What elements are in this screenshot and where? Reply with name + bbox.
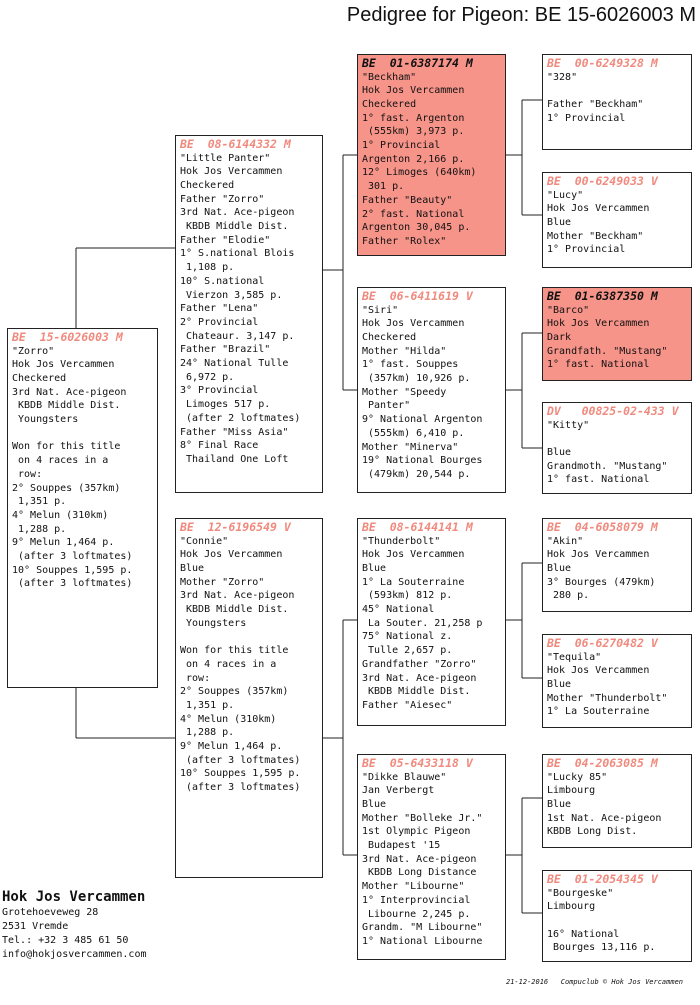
pigeon-name: "Thunderbolt" (362, 535, 441, 547)
pigeon-card-grandsire-paternal: BE 01-6387174 M "Beckham" Hok Jos Vercam… (357, 54, 506, 256)
pigeon-card-mother: BE 12-6196549 V "Connie" Hok Jos Vercamm… (175, 518, 323, 878)
pigeon-name: "Tequila" (547, 651, 602, 663)
pigeon-card-ggd-2: DV 00825-02-433 V "Kitty" Blue Grandmoth… (542, 402, 692, 494)
pigeon-name: "328" (547, 71, 578, 83)
pigeon-card-granddam-maternal: BE 05-6433118 V "Dikke Blauwe" Jan Verbe… (357, 754, 506, 960)
ring-number: BE 05-6433118 V (362, 756, 473, 770)
ring-number: BE 15-6026003 M (12, 330, 123, 344)
pigeon-card-ggd-1: BE 00-6249033 V "Lucy" Hok Jos Vercammen… (542, 172, 692, 268)
pigeon-card-ggd-3: BE 06-6270482 V "Tequila" Hok Jos Vercam… (542, 634, 692, 728)
page-title: Pedigree for Pigeon: BE 15-6026003 M (346, 4, 696, 26)
owner-street: Grotehoeveweg 28 (2, 907, 99, 918)
owner-name: Hok Jos Vercammen (2, 889, 146, 905)
pigeon-name: "Barco" (547, 304, 590, 316)
pigeon-name: "Lucky 85" (547, 771, 608, 783)
pigeon-card-subject: BE 15-6026003 M "Zorro" Hok Jos Vercamme… (7, 328, 158, 688)
pigeon-card-ggs-4: BE 04-2063085 M "Lucky 85" Limbourg Blue… (542, 754, 692, 848)
pigeon-name: "Connie" (180, 535, 229, 547)
pigeon-name: "Dikke Blauwe" (362, 771, 447, 783)
pigeon-card-father: BE 08-6144332 M "Little Panter" Hok Jos … (175, 135, 323, 493)
pigeon-card-ggs-2: BE 01-6387350 M "Barco" Hok Jos Vercamme… (542, 287, 692, 381)
pigeon-info: Jan Verbergt Blue Mother "Bolleke Jr." 1… (362, 785, 483, 947)
pigeon-info: Hok Jos Vercammen Blue Mother "Thunderbo… (547, 665, 668, 718)
ring-number: BE 01-6387174 M (362, 56, 473, 70)
pigeon-info: Hok Jos Vercammen Blue Mother "Beckham" … (547, 203, 650, 256)
pigeon-info: Blue Grandmoth. "Mustang" 1° fast. Natio… (547, 446, 668, 486)
ring-number: BE 00-6249328 M (547, 56, 658, 70)
owner-contact: Hok Jos Vercammen Grotehoeveweg 28 2531 … (2, 888, 147, 962)
ring-number: BE 04-6058079 M (547, 520, 658, 534)
pigeon-info: Hok Jos Vercammen Checkered 1° fast. Arg… (362, 85, 477, 247)
pigeon-card-granddam-paternal: BE 06-6411619 V "Siri" Hok Jos Vercammen… (357, 287, 506, 493)
pigeon-name: "Akin" (547, 535, 584, 547)
pigeon-name: "Bourgeske" (547, 887, 614, 899)
ring-number: BE 01-2054345 V (547, 872, 658, 886)
pigeon-info: Hok Jos Vercammen Dark Grandfath. "Musta… (547, 318, 668, 371)
pigeon-info: Limbourg 16° National Bourges 13,116 p. (547, 901, 656, 954)
pigeon-name: "Lucy" (547, 189, 584, 201)
pigeon-info: Father "Beckham" 1° Provincial (547, 98, 644, 124)
owner-city: 2531 Vremde (2, 921, 69, 932)
pigeon-info: Hok Jos Vercammen Checkered 3rd Nat. Ace… (12, 359, 133, 590)
ring-number: BE 12-6196549 V (180, 520, 291, 534)
pigeon-name: "Little Panter" (180, 152, 271, 164)
ring-number: BE 01-6387350 M (547, 289, 658, 303)
pigeon-card-ggs-3: BE 04-6058079 M "Akin" Hok Jos Vercammen… (542, 518, 692, 612)
pigeon-info: Hok Jos Vercammen Blue 1° La Souterraine… (362, 549, 483, 711)
ring-number: DV 00825-02-433 V (547, 404, 679, 418)
ring-number: BE 06-6270482 V (547, 636, 658, 650)
ring-number: BE 00-6249033 V (547, 174, 658, 188)
ring-number: BE 04-2063085 M (547, 756, 658, 770)
pigeon-card-ggs-1: BE 00-6249328 M "328" Father "Beckham" 1… (542, 54, 692, 150)
footer-credit: 21-12-2016 Compuclub © Hok Jos Vercammen (506, 978, 684, 986)
pigeon-info: Hok Jos Vercammen Checkered Mother "Hild… (362, 318, 483, 480)
pigeon-info: Hok Jos Vercammen Blue 3° Bourges (479km… (547, 549, 656, 602)
pigeon-name: "Kitty" (547, 419, 590, 431)
pigeon-name: "Siri" (362, 304, 399, 316)
owner-phone: Tel.: +32 3 485 61 50 (2, 935, 129, 946)
owner-email[interactable]: info@hokjosvercammen.com (2, 949, 147, 960)
pigeon-card-grandsire-maternal: BE 08-6144141 M "Thunderbolt" Hok Jos Ve… (357, 518, 506, 726)
pigeon-info: Hok Jos Vercammen Checkered Father "Zorr… (180, 166, 301, 465)
pigeon-info: Hok Jos Vercammen Blue Mother "Zorro" 3r… (180, 549, 301, 794)
pigeon-card-ggd-4: BE 01-2054345 V "Bourgeske" Limbourg 16°… (542, 870, 692, 962)
pigeon-name: "Beckham" (362, 71, 417, 83)
ring-number: BE 06-6411619 V (362, 289, 473, 303)
ring-number: BE 08-6144141 M (362, 520, 473, 534)
pigeon-info: Limbourg Blue 1st Nat. Ace-pigeon KBDB L… (547, 785, 662, 838)
ring-number: BE 08-6144332 M (180, 137, 291, 151)
pigeon-name: "Zorro" (12, 345, 55, 357)
